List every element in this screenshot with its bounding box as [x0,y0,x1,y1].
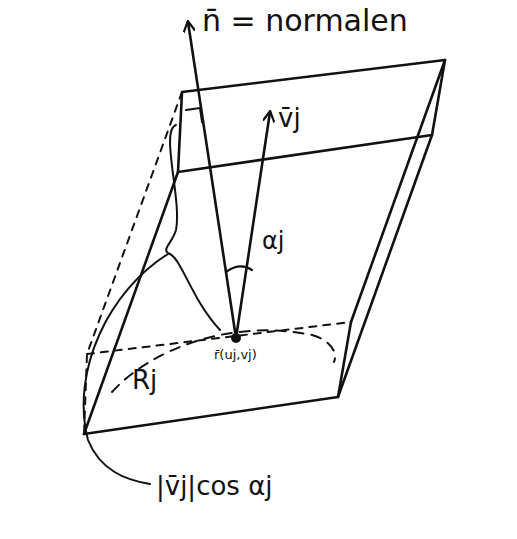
side-edge [84,172,178,434]
leader-line [84,254,168,484]
side-edge [338,135,432,397]
vector-v [236,112,270,338]
hidden-edge [84,92,351,434]
right-angle-mark [186,108,202,122]
vector-label: v̄j [278,104,301,133]
point-dot [231,333,241,343]
angle-label: αj [262,228,285,254]
top-face [178,60,445,172]
point-label: r̄(uj,vj) [214,348,257,362]
normal-vector [188,22,236,338]
angle-arc [226,266,252,272]
length-label: |v̄j|cos αj [156,472,273,501]
length-brace [166,125,220,330]
region-label: Rj [132,366,157,395]
side-edge [351,60,445,322]
vector-label: n̄ = normalen [202,4,408,37]
